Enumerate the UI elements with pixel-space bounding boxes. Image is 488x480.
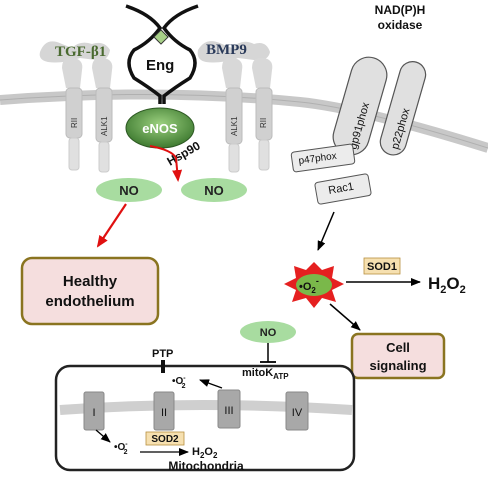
complex-IV-label: IV <box>292 407 303 419</box>
alk1-left-label: ALK1 <box>100 116 109 136</box>
p47phox-box <box>290 143 356 173</box>
complex-I-label: I <box>92 407 95 419</box>
superoxide-to-signaling-arrow <box>329 303 361 331</box>
bmp9-ligand-icon <box>197 41 270 63</box>
no-left-label: NO <box>119 183 139 198</box>
sod1-label: SOD1 <box>367 261 397 273</box>
tgf-ligand-icon <box>39 41 110 63</box>
nadph-title-line1: NAD(P)H <box>375 3 426 17</box>
mitok-label: mitoKATP <box>242 367 289 381</box>
complex-III-label: III <box>224 405 233 417</box>
mito-h2o2: H2O2 <box>192 446 218 460</box>
no-right-label: NO <box>204 183 224 198</box>
nadph-title-line2: oxidase <box>378 18 423 32</box>
complex-I <box>83 391 105 431</box>
cell-signaling-line2: signaling <box>369 358 426 373</box>
no-to-healthy-arrow <box>96 203 127 248</box>
healthy-line2: endothelium <box>45 293 134 310</box>
complex-II <box>153 391 175 431</box>
superoxide-label: •O2- <box>299 276 319 295</box>
receptor-rii-right <box>252 57 273 171</box>
sod2-label: SOD2 <box>151 434 179 445</box>
receptor-rii-left <box>62 57 83 171</box>
mito-superoxide-bottom: •O-2 <box>114 441 128 456</box>
nadph-to-superoxide-arrow <box>317 211 335 251</box>
superoxide-core <box>296 274 332 296</box>
mitochondria-title: Mitochondria <box>168 459 244 473</box>
eng-label: Eng <box>146 57 174 74</box>
alk1-right-label: ALK1 <box>230 116 239 136</box>
no-oval-right <box>181 178 247 202</box>
no-oval-left <box>96 178 162 202</box>
complex-IV <box>285 391 309 431</box>
complex-II-label: II <box>161 407 167 419</box>
healthy-line1: Healthy <box>63 273 118 290</box>
h2o2-main: H2O2 <box>428 274 466 296</box>
rii-right-label: RII <box>259 118 268 128</box>
ptp-label: PTP <box>152 348 173 360</box>
enos-to-no-arrow <box>149 145 183 182</box>
tgf-label: TGF-β1 <box>55 44 106 60</box>
endoglin-receptor <box>125 4 199 104</box>
sod2-badge <box>145 431 185 446</box>
p22phox-subunit <box>379 61 427 156</box>
mitochondria-outer <box>54 364 356 472</box>
no-inhibitor-label: NO <box>260 327 277 339</box>
receptor-alk1-left <box>92 57 113 173</box>
ptp-pore-icon <box>161 360 165 373</box>
complex-i-arrow <box>95 429 111 443</box>
receptor-alk1-right <box>222 57 243 173</box>
cell-signaling-box <box>350 332 446 380</box>
rac1-label: Rac1 <box>327 181 354 197</box>
no-inhibitor-oval <box>240 321 296 343</box>
healthy-endothelium-box <box>20 256 160 326</box>
complex-III <box>217 389 241 429</box>
p47-label: p47phox <box>298 151 338 167</box>
rii-left-label: RII <box>70 118 79 128</box>
bmp9-label: BMP9 <box>206 42 247 58</box>
complex-iii-arrow <box>199 379 223 389</box>
mito-superoxide-top: •O-2 <box>172 375 186 390</box>
sod1-badge <box>363 257 401 275</box>
rac1-box <box>314 173 372 205</box>
enos-label: eNOS <box>142 121 178 136</box>
cell-signaling-line1: Cell <box>386 340 410 355</box>
